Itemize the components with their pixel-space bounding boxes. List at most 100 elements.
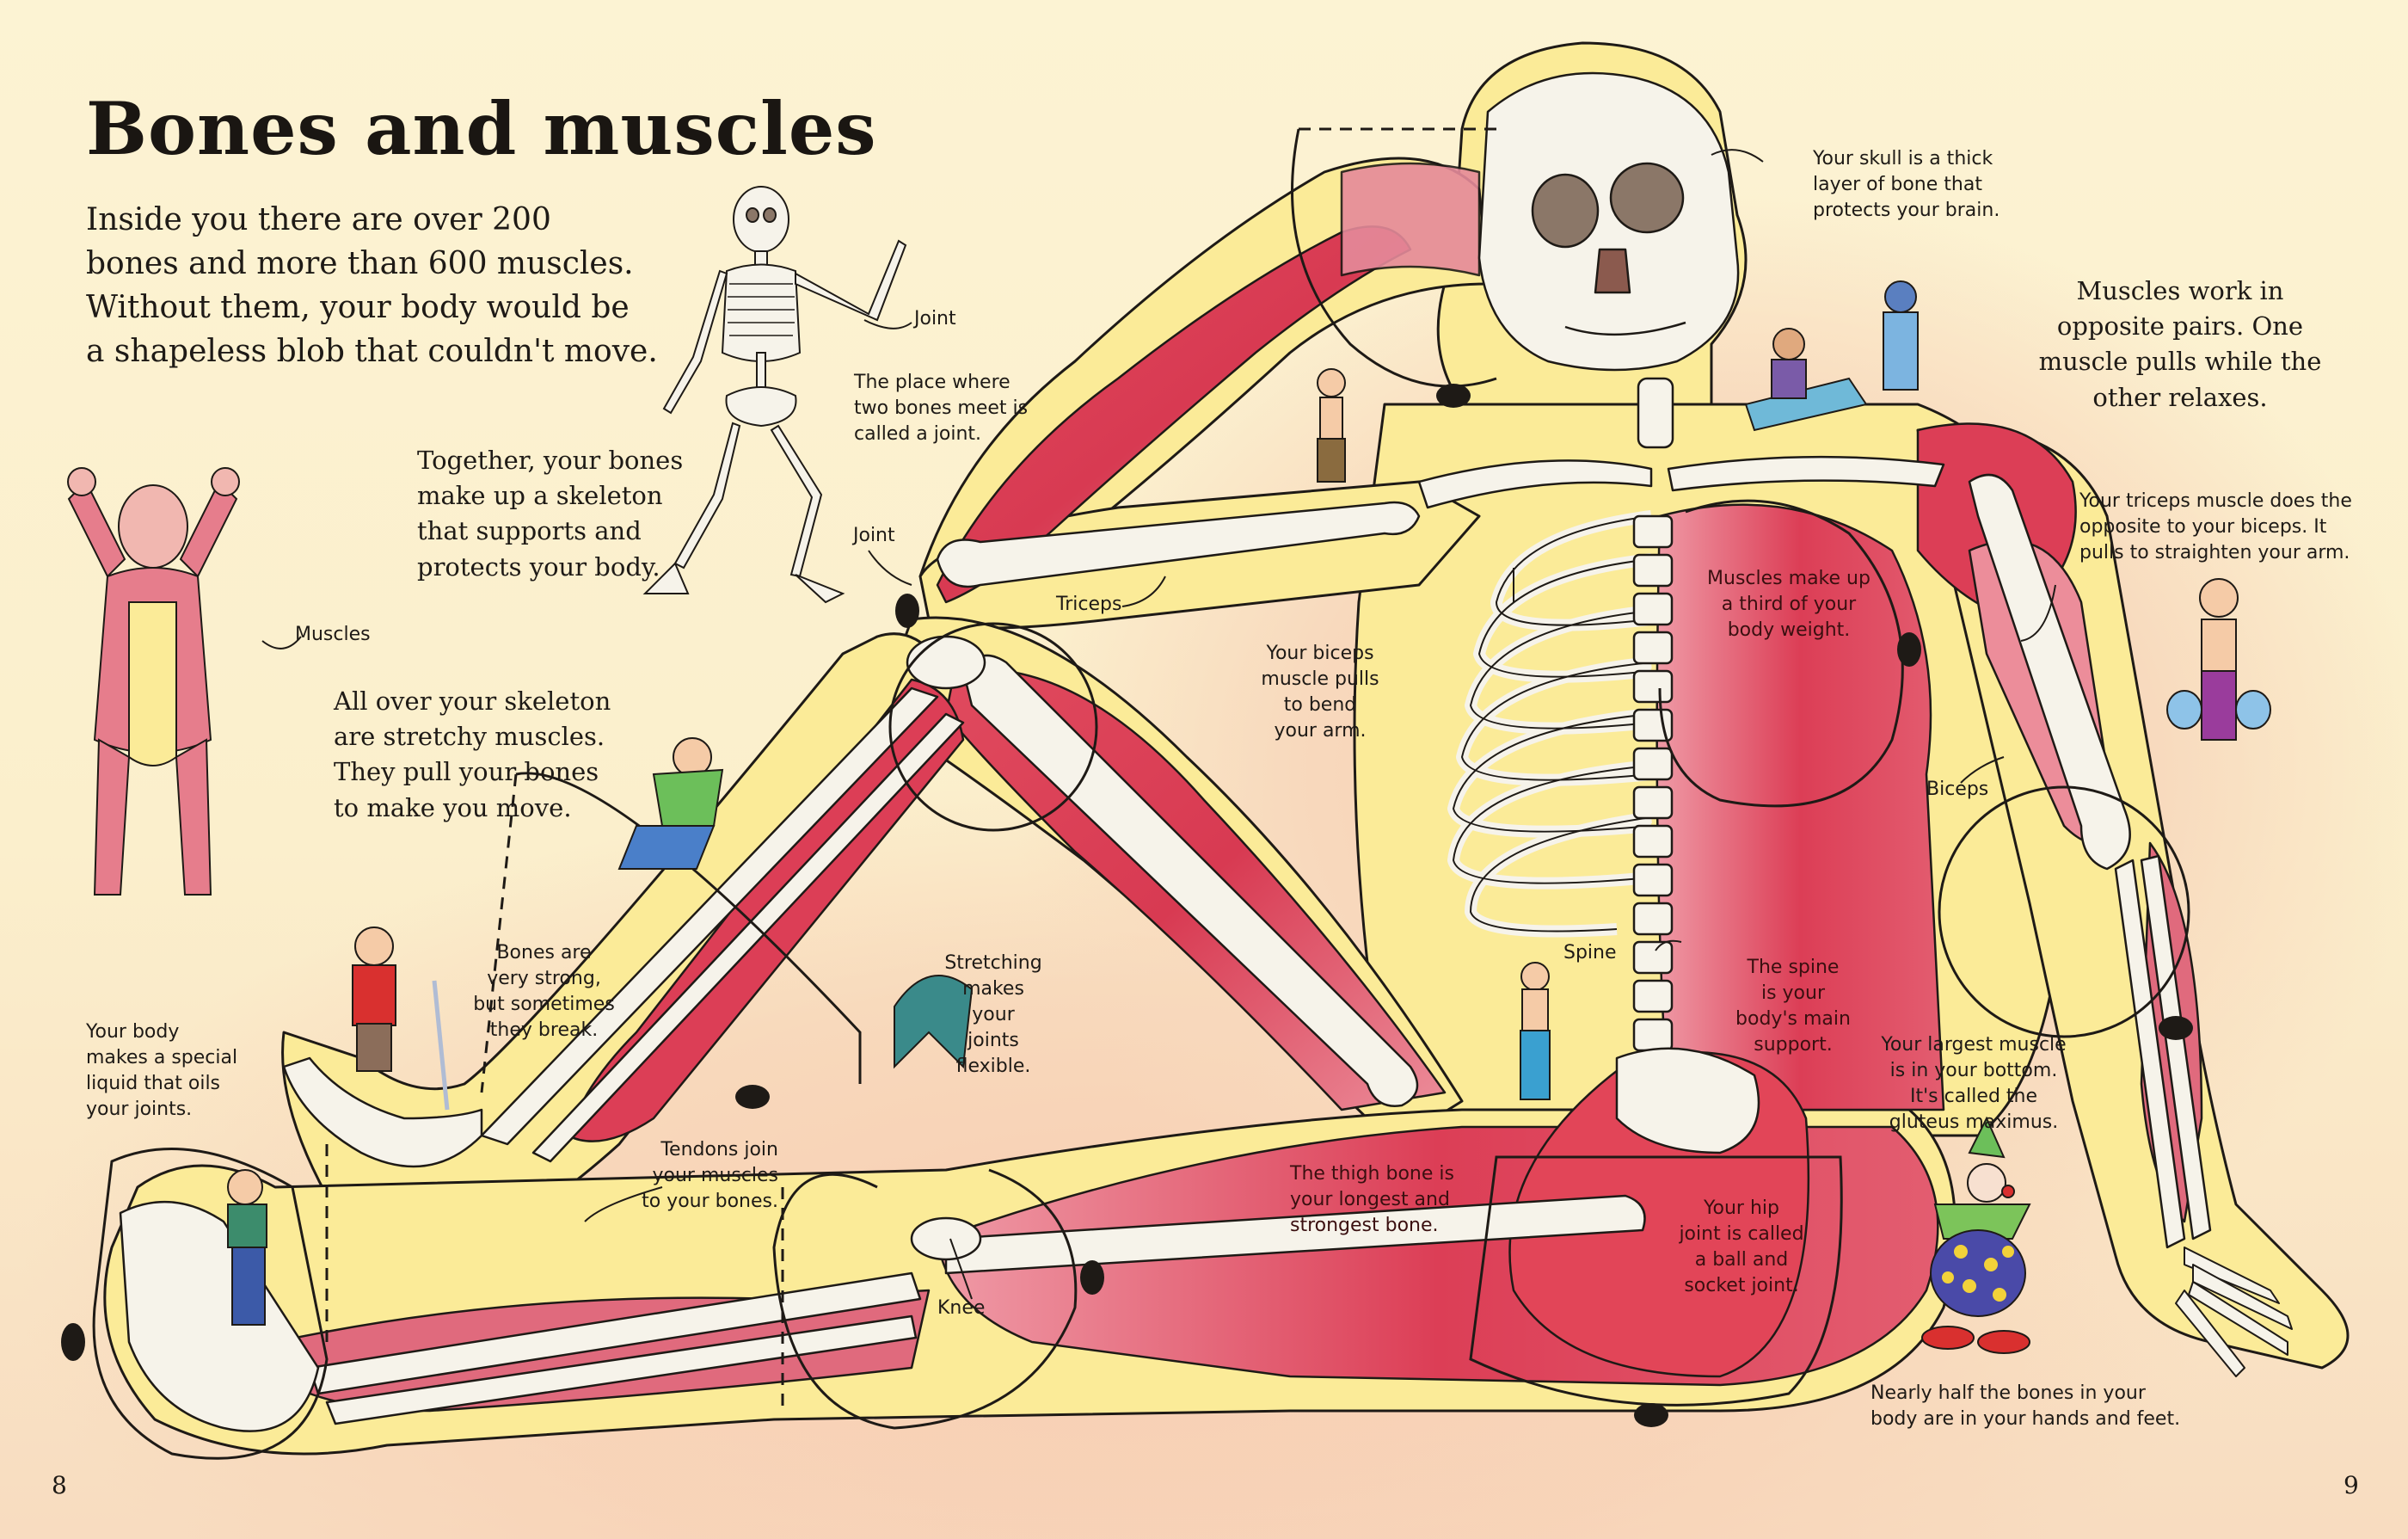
caption-line: makes	[962, 977, 1024, 1000]
caption-tendons: Tendons join your muscles to your bones.	[606, 1137, 778, 1215]
label-biceps: Biceps	[1926, 779, 1989, 800]
caption-line: The thigh bone is	[1290, 1163, 1454, 1185]
lens-tabs	[61, 384, 2193, 1427]
intro-line: a shapeless blob that couldn't move.	[86, 334, 658, 370]
caption-line: flexible.	[955, 1055, 1031, 1077]
label-knee: Knee	[937, 1297, 986, 1319]
caption-line: a third of your	[1721, 593, 1857, 615]
caption-triceps-opposite: Your triceps muscle does the opposite to…	[2079, 489, 2352, 566]
label-triceps: Triceps	[1056, 594, 1122, 615]
caption-hands-feet: Nearly half the bones in your body are i…	[1870, 1381, 2180, 1432]
caption-thigh-bone: The thigh bone is your longest and stron…	[1290, 1161, 1454, 1239]
caption-line: Your hip	[1704, 1197, 1779, 1219]
bones	[119, 71, 2293, 1432]
paragraph-line: to make you move.	[334, 792, 572, 822]
page-title: Bones and muscles	[86, 86, 877, 171]
intro-line: Without them, your body would be	[86, 290, 630, 326]
paragraph-line: protects your body.	[417, 551, 660, 582]
paragraph-line: that supports and	[417, 516, 642, 546]
caption-hip-joint: Your hip joint is called a ball and sock…	[1664, 1196, 1819, 1299]
paragraph-line: make up a skeleton	[417, 481, 663, 511]
caption-biceps-bend: Your biceps muscle pulls to bend your ar…	[1238, 641, 1402, 744]
label-spine: Spine	[1563, 942, 1617, 963]
caption-line: pulls to straighten your arm.	[2079, 541, 2350, 563]
hand-bones	[2175, 1247, 2293, 1377]
caption-line: opposite to your biceps. It	[2079, 515, 2327, 538]
caption-line: is in your bottom.	[1889, 1059, 2058, 1081]
caption-line: to your bones.	[642, 1190, 778, 1212]
label-joint-skeleton: Joint	[914, 308, 956, 329]
caption-line: your longest and	[1290, 1188, 1450, 1210]
paragraph-line: They pull your bones	[334, 757, 599, 787]
paragraph-line: other relaxes.	[2092, 382, 2268, 412]
caption-line: body weight.	[1727, 619, 1851, 641]
leader-lines	[261, 149, 2056, 1300]
caption-line: The spine	[1747, 957, 1840, 978]
caption-line: The place where	[854, 372, 1010, 393]
caption-line: gluteus maximus.	[1889, 1111, 2059, 1133]
caption-joint-liquid: Your body makes a special liquid that oi…	[86, 1019, 237, 1123]
intro-line: Inside you there are over 200	[86, 202, 551, 237]
skeleton-paragraph: Together, your bones make up a skeleton …	[417, 443, 683, 585]
caption-line: socket joint.	[1684, 1274, 1799, 1296]
spine-bones	[1632, 514, 1674, 1052]
intro-line: bones and more than 600 muscles.	[86, 246, 634, 282]
caption-line: makes a special	[86, 1046, 238, 1068]
caption-line: but sometimes	[473, 993, 615, 1015]
page-number-left: 8	[52, 1471, 67, 1499]
caption-line: Your body	[86, 1021, 180, 1043]
muscles-paragraph: All over your skeleton are stretchy musc…	[334, 684, 611, 826]
caption-line: It's called the	[1909, 1085, 2038, 1107]
caption-line: Tendons join	[660, 1139, 778, 1160]
cartoon-kids	[227, 280, 2271, 1354]
muscle-man	[67, 467, 240, 896]
caption-largest-muscle: Your largest muscle is in your bottom. I…	[1870, 1032, 2077, 1136]
caption-line: your joints.	[86, 1098, 193, 1120]
page-number-right: 9	[2344, 1471, 2359, 1499]
small-skeleton	[642, 186, 907, 604]
caption-bones-strong: Bones are very strong, but sometimes the…	[452, 940, 636, 1043]
caption-joint-definition: The place where two bones meet is called…	[854, 370, 1028, 447]
caption-line: joints	[968, 1029, 1019, 1051]
caption-line: Your skull is a thick	[1813, 148, 1993, 169]
caption-line: Stretching	[944, 952, 1042, 974]
caption-line: Your largest muscle	[1881, 1034, 2067, 1056]
paragraph-line: Together, your bones	[417, 446, 684, 475]
caption-line: Your biceps	[1266, 643, 1374, 664]
caption-line: Bones are	[496, 942, 592, 963]
caption-muscle-weight: Muscles make up a third of your body wei…	[1698, 566, 1879, 643]
caption-spine-support: The spine is your body's main support.	[1720, 955, 1866, 1058]
paragraph-line: muscle pulls while the	[2038, 347, 2322, 377]
caption-line: to bend	[1283, 693, 1357, 716]
lens-circles	[92, 127, 2190, 1460]
caption-line: support.	[1754, 1033, 1833, 1056]
caption-line: your muscles	[652, 1164, 778, 1186]
caption-line: Your triceps muscle does the	[2079, 490, 2352, 512]
caption-line: Muscles make up	[1707, 568, 1870, 589]
paragraph-line: Muscles work in	[2076, 276, 2284, 305]
caption-skull: Your skull is a thick layer of bone that…	[1813, 146, 2000, 224]
caption-line: protects your brain.	[1813, 199, 2000, 221]
opposite-pairs-paragraph: Muscles work in opposite pairs. One musc…	[2038, 274, 2322, 416]
caption-line: very strong,	[487, 967, 601, 989]
paragraph-line: All over your skeleton	[334, 686, 611, 716]
caption-line: liquid that oils	[86, 1072, 221, 1094]
label-muscles-figure: Muscles	[295, 624, 371, 645]
caption-line: is your	[1760, 982, 1826, 1004]
paragraph-line: are stretchy muscles.	[334, 722, 605, 752]
caption-line: layer of bone that	[1813, 173, 1982, 195]
caption-line: called a joint.	[854, 422, 982, 445]
intro-paragraph: Inside you there are over 200 bones and …	[86, 198, 688, 373]
caption-line: a ball and	[1694, 1248, 1789, 1271]
caption-line: Nearly half the bones in your	[1870, 1382, 2146, 1404]
caption-line: muscle pulls	[1261, 668, 1379, 690]
caption-line: your arm.	[1274, 719, 1367, 742]
caption-line: two bones meet is	[854, 397, 1029, 419]
caption-line: body's main	[1735, 1007, 1851, 1030]
caption-line: body are in your hands and feet.	[1870, 1407, 2181, 1430]
caption-line: strongest bone.	[1290, 1214, 1439, 1236]
caption-line: your	[972, 1003, 1015, 1025]
caption-stretching: Stretching makes your joints flexible.	[929, 951, 1058, 1080]
caption-line: joint is called	[1679, 1222, 1804, 1245]
label-joint-elbow: Joint	[853, 525, 895, 546]
